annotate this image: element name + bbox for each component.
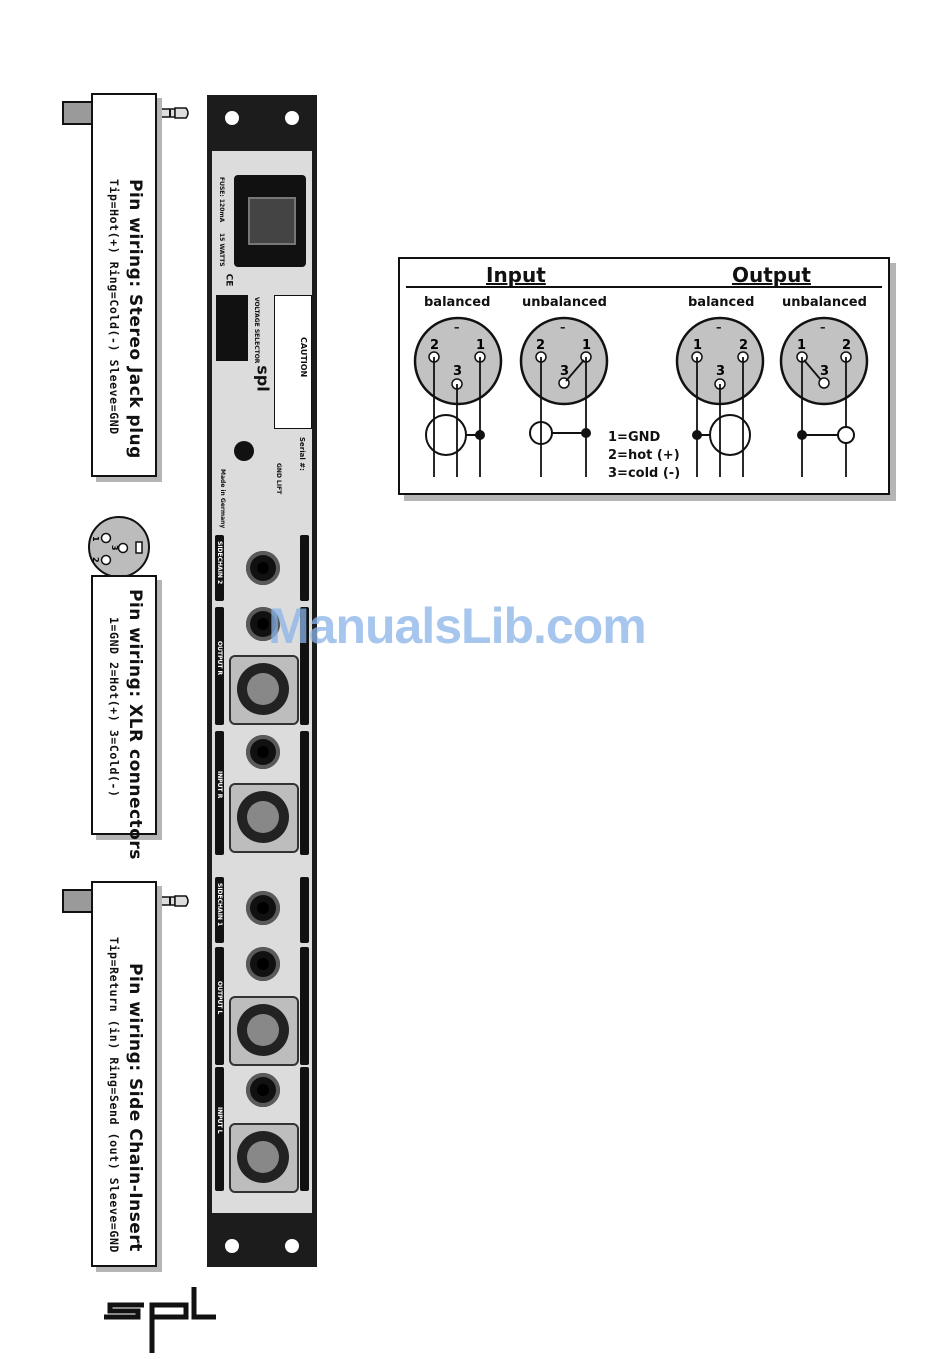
input-l-bar-right — [300, 1067, 309, 1191]
input-l-jack[interactable] — [246, 1073, 280, 1107]
input-unbalanced-label: unbalanced — [522, 295, 607, 310]
output-balanced-label: balanced — [688, 295, 755, 310]
sidechain-2-bar — [215, 535, 224, 601]
pin-box-detail: Tip=Hot(+) Ring=Cold(-) Sleeve=GND — [107, 179, 121, 435]
rack-screw-hole — [285, 111, 299, 125]
svg-text:–: – — [454, 321, 460, 334]
sidechain-2-jack-b[interactable] — [246, 607, 280, 641]
input-unbalanced-connector: – 2 13 — [519, 316, 609, 477]
voltage-box — [216, 295, 248, 361]
output-l-xlr[interactable] — [229, 996, 299, 1066]
watermark: ManualsLib.com — [268, 598, 647, 654]
rear-panel: FUSE: 120mA 15 WATTS CE CAUTION VOLTAGE … — [207, 95, 317, 1267]
svg-text:1: 1 — [797, 338, 806, 353]
output-title: Output — [732, 263, 811, 287]
svg-text:3: 3 — [820, 364, 829, 379]
input-r-bar-right — [300, 731, 309, 855]
pin-box-title: Pin wiring: Side Chain-Insert — [125, 963, 145, 1252]
svg-text:3: 3 — [716, 364, 725, 379]
rack-screw-hole — [225, 111, 239, 125]
legend-gnd: 1=GND — [608, 430, 661, 445]
voltage-label: VOLTAGE SELECTOR — [253, 297, 260, 364]
input-r-bar — [215, 731, 224, 855]
output-unbalanced-connector: – 1 23 — [779, 316, 869, 477]
pin-box-title: Pin wiring: Stereo Jack plug — [125, 179, 145, 459]
caution-text: CAUTION — [299, 337, 308, 378]
pin-box-detail: Tip=Return (in) Ring=Send (out) Sleeve=G… — [107, 937, 121, 1253]
svg-text:–: – — [820, 321, 826, 334]
sidechain-2-jack-a[interactable] — [246, 551, 280, 585]
input-r-xlr[interactable] — [229, 783, 299, 853]
section-label: INPUT R — [216, 771, 223, 799]
spl-logo-icon — [104, 1287, 216, 1353]
svg-text:1: 1 — [582, 338, 591, 353]
pin-box-side-chain: Pin wiring: Side Chain-Insert Tip=Return… — [91, 881, 157, 1267]
pin-box-detail: 1=GND 2=Hot(+) 3=Cold(-) — [107, 617, 121, 798]
input-balanced-connector: – 2 13 — [413, 316, 503, 477]
title-rule — [406, 286, 882, 288]
gnd-lift-label: GND LIFT — [275, 463, 282, 495]
input-l-xlr[interactable] — [229, 1123, 299, 1193]
svg-text:2: 2 — [430, 338, 439, 353]
caution-label — [274, 295, 312, 429]
legend-hot: 2=hot (+) — [608, 448, 680, 463]
pin-box-xlr: Pin wiring: XLR connectors 1=GND 2=Hot(+… — [91, 575, 157, 860]
output-r-bar — [215, 607, 224, 725]
xlr-pin-3-label: 3 — [110, 545, 119, 551]
input-balanced-label: balanced — [424, 295, 491, 310]
watts-label: 15 WATTS — [218, 233, 225, 267]
input-l-bar — [215, 1067, 224, 1191]
xlr-pin-2-label: 2 — [91, 557, 100, 563]
xlr-wiring-diagram: Input Output balanced unbalanced balance… — [398, 257, 890, 495]
svg-text:–: – — [560, 321, 566, 334]
output-balanced-connector: – 1 23 — [675, 316, 765, 477]
sidechain-1-bar — [215, 877, 224, 943]
svg-text:2: 2 — [536, 338, 545, 353]
spl-logo: spl — [100, 1283, 220, 1355]
sidechain-1-bar-right — [300, 877, 309, 943]
pin-legend: 1=GND 2=hot (+) 3=cold (-) — [608, 429, 680, 483]
section-label: SIDECHAIN 1 — [216, 883, 223, 927]
output-r-bar-right — [300, 607, 309, 725]
xlr-pin-1-label: 1 — [91, 536, 100, 542]
output-l-bar-right — [300, 947, 309, 1065]
section-label: SIDECHAIN 2 — [216, 541, 223, 585]
output-r-xlr[interactable] — [229, 655, 299, 725]
fuse-label: FUSE: 120mA — [218, 177, 225, 223]
input-r-jack[interactable] — [246, 735, 280, 769]
pin-box-title: Pin wiring: XLR connectors — [125, 589, 145, 860]
sidechain-1-jack-b[interactable] — [246, 947, 280, 981]
section-label: OUTPUT R — [216, 641, 223, 676]
sidechain-1-jack-a[interactable] — [246, 891, 280, 925]
svg-text:2: 2 — [842, 338, 851, 353]
pin-box-stereo-jack: Pin wiring: Stereo Jack plug Tip=Hot(+) … — [91, 93, 157, 477]
input-title: Input — [486, 263, 546, 287]
serial-label: Serial #: — [298, 437, 306, 471]
output-l-bar — [215, 947, 224, 1065]
svg-text:1: 1 — [476, 338, 485, 353]
svg-text:3: 3 — [453, 364, 462, 379]
legend-cold: 3=cold (-) — [608, 466, 681, 481]
svg-text:–: – — [716, 321, 722, 334]
svg-text:2: 2 — [739, 338, 748, 353]
rack-screw-hole — [225, 1239, 239, 1253]
svg-text:1: 1 — [693, 338, 702, 353]
section-label: OUTPUT L — [216, 981, 223, 1015]
ce-mark-icon: CE — [223, 273, 234, 287]
rear-panel-face: FUSE: 120mA 15 WATTS CE CAUTION VOLTAGE … — [212, 151, 312, 1213]
rack-screw-hole — [285, 1239, 299, 1253]
spl-mini-logo-icon: spl — [253, 365, 273, 392]
output-unbalanced-label: unbalanced — [782, 295, 867, 310]
gnd-lift-switch[interactable] — [234, 441, 254, 461]
xlr-pin-illustration: 1 2 3 — [86, 512, 156, 582]
power-socket — [234, 175, 306, 267]
logo-text: spl — [100, 1283, 101, 1284]
section-label: INPUT L — [216, 1107, 223, 1134]
svg-text:3: 3 — [560, 364, 569, 379]
made-in-label: Made in Germany — [219, 469, 226, 529]
sidechain-2-bar-right — [300, 535, 309, 601]
